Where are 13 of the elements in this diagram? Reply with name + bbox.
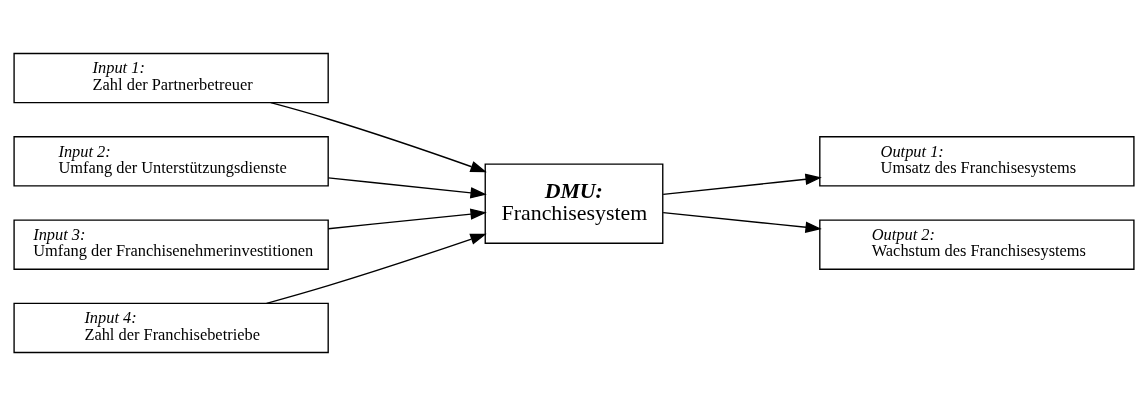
- arrow: [662, 173, 822, 195]
- arrow: [327, 176, 487, 199]
- node-box: Output 1: Umsatz des Franchisesystems: [819, 135, 1135, 187]
- node-box: Output 2: Wachstum des Franchisesystems: [819, 218, 1135, 270]
- arrow: [265, 233, 487, 304]
- node-box: Input 2: Umfang der Unterstützungsdienste: [13, 135, 329, 187]
- node-box: Input 3: Umfang der Franchisenehmerinvestitionen: [13, 218, 329, 270]
- node-box: DMU: Franchisesystem: [484, 162, 664, 244]
- arrow: [327, 207, 487, 229]
- arrow: [270, 101, 487, 172]
- node-box: Input 1: Zahl der Partnerbetreuer: [13, 52, 329, 103]
- node-box: Input 4: Zahl der Franchisebetriebe: [13, 302, 329, 353]
- arrow: [662, 211, 822, 233]
